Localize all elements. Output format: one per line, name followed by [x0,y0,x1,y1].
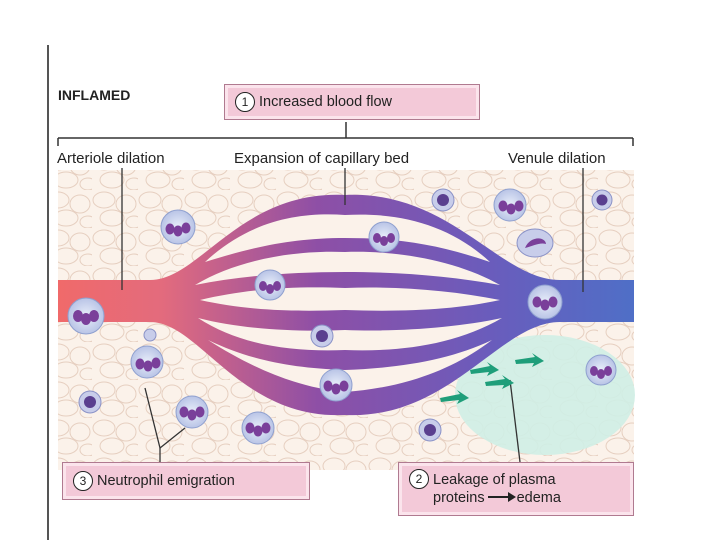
label-arteriole-dilation: Arteriole dilation [57,150,165,167]
label-venule-dilation: Venule dilation [508,150,606,167]
callout-neutrophil-emigration: 3 Neutrophil emigration [62,462,310,500]
neutrophil-cell [175,395,209,429]
neutrophil-cell [130,345,164,379]
slide-edge-line [47,45,49,540]
step-number-2: 2 [409,469,429,489]
neutrophil-cell [368,221,400,253]
neutrophil-cell [67,297,105,335]
diagram-title: INFLAMED [58,87,131,103]
callout-text-line1: Leakage of plasma [433,472,556,488]
neutrophil-cell [254,269,286,301]
step-number-3: 3 [73,471,93,491]
leakage-arrows [440,353,544,404]
other-cells [78,188,613,442]
label-capillary-bed: Expansion of capillary bed [234,150,410,167]
callout-increased-blood-flow: 1 Increased blood flow [224,84,480,120]
edema-text: edema [516,490,561,506]
callout-leakage: 2 Leakage of plasma proteins edema [398,462,634,516]
neutrophil-cell [319,368,353,402]
leader-lines [121,168,584,463]
proteins-text: proteins [433,490,485,506]
arrow-icon [487,492,516,502]
step-number-1: 1 [235,92,255,112]
neutrophil-cell [585,354,617,386]
callout-text: Neutrophil emigration [97,473,235,489]
neutrophil-cell [160,209,196,245]
callout-text: Increased blood flow [259,94,392,110]
neutrophil-cell [493,188,527,222]
callout-text-line2: proteins edema [433,489,561,507]
neutrophils [67,188,617,445]
capillary-gaps [195,214,502,392]
neutrophil-cell [527,284,563,320]
bracket [57,122,634,146]
neutrophil-cell [241,411,275,445]
